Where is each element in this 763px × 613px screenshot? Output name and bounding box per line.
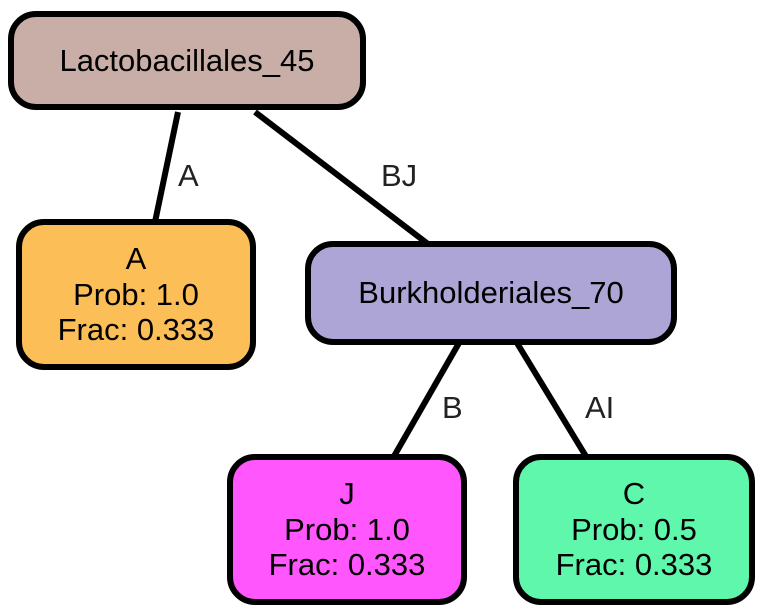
node-burkholderiales-70: Burkholderiales_70 [305, 241, 677, 345]
edge-burkholderiales-to-c [514, 341, 590, 460]
edge-label-root-burkholderiales: BJ [381, 158, 418, 193]
node-title: Burkholderiales_70 [358, 275, 624, 311]
node-j: J Prob: 1.0 Frac: 0.333 [227, 454, 467, 605]
node-title: J [339, 475, 355, 511]
node-title: C [622, 475, 646, 511]
edge-label-root-a: A [178, 158, 199, 193]
edge-label-burkholderiales-j: B [442, 390, 463, 425]
node-frac: Frac: 0.333 [57, 312, 215, 348]
node-lactobacillales-45: Lactobacillales_45 [8, 11, 366, 110]
node-frac: Frac: 0.333 [268, 547, 426, 583]
node-prob: Prob: 1.0 [73, 276, 199, 312]
node-title: Lactobacillales_45 [59, 42, 315, 78]
edge-label-burkholderiales-c: AI [585, 390, 615, 425]
node-prob: Prob: 1.0 [284, 511, 410, 547]
node-a: A Prob: 1.0 Frac: 0.333 [16, 219, 256, 370]
edge-root-to-burkholderiales [253, 109, 430, 247]
node-frac: Frac: 0.333 [555, 547, 713, 583]
edge-burkholderiales-to-j [390, 341, 462, 460]
node-c: C Prob: 0.5 Frac: 0.333 [513, 454, 755, 605]
edge-root-to-a [152, 111, 181, 223]
node-prob: Prob: 0.5 [571, 511, 697, 547]
node-title: A [125, 240, 147, 276]
